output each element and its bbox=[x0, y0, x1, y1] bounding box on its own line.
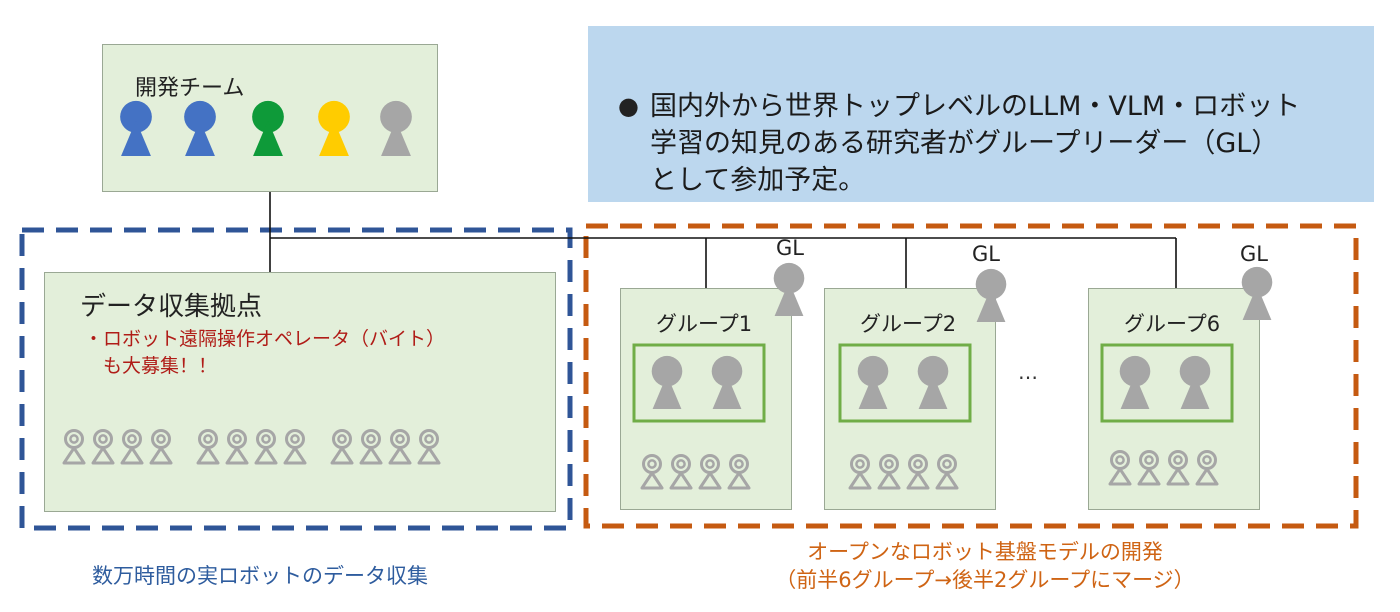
operator-icon bbox=[1108, 449, 1132, 486]
dev-team-members bbox=[120, 100, 412, 156]
person-icon bbox=[252, 100, 284, 156]
group-6-frame bbox=[1100, 343, 1234, 423]
gl-person-icon bbox=[1241, 266, 1273, 320]
researcher-icon bbox=[651, 355, 683, 409]
operator-icon bbox=[225, 428, 249, 465]
group-box-2 bbox=[824, 288, 996, 510]
operator-icon bbox=[935, 453, 959, 490]
model-development-caption-line: （前半6グループ→後半2グループにマージ） bbox=[775, 568, 1195, 592]
operator-icon bbox=[727, 453, 751, 490]
operator-icon bbox=[669, 453, 693, 490]
data-collection-region bbox=[19, 227, 573, 531]
operator-icon bbox=[1195, 449, 1219, 486]
gl-person-icon bbox=[975, 268, 1007, 322]
person-icon bbox=[318, 100, 350, 156]
researcher-icon bbox=[1179, 355, 1211, 409]
gl-label-2: GL bbox=[972, 242, 1000, 266]
operator-icon bbox=[254, 428, 278, 465]
group-leaders bbox=[773, 262, 1273, 322]
operator-icon bbox=[388, 428, 412, 465]
person-icon bbox=[120, 100, 152, 156]
group-researcher-frames bbox=[632, 343, 1234, 423]
group-2-frame bbox=[838, 343, 972, 423]
researcher-icon bbox=[711, 355, 743, 409]
operator-icon bbox=[1137, 449, 1161, 486]
data-hub-box bbox=[44, 272, 556, 512]
operator-icon bbox=[417, 428, 441, 465]
researcher-icon bbox=[917, 355, 949, 409]
model-development-caption-line: オープンなロボット基盤モデルの開発 bbox=[807, 540, 1163, 564]
operator-icon bbox=[698, 453, 722, 490]
person-icon bbox=[184, 100, 216, 156]
operator-icon bbox=[1166, 449, 1190, 486]
operator-icon bbox=[848, 453, 872, 490]
researcher-icon bbox=[1119, 355, 1151, 409]
info-bullet: ● bbox=[618, 92, 639, 120]
info-line: 国内外から世界トップレベルのLLM・VLM・ロボット bbox=[650, 91, 1301, 122]
model-development-caption: オープンなロボット基盤モデルの開発 （前半6グループ→後半2グループにマージ） bbox=[720, 538, 1250, 594]
dev-team-title: 開発チーム bbox=[135, 76, 245, 101]
operator-icon bbox=[149, 428, 173, 465]
person-icon bbox=[380, 100, 412, 156]
operator-icon bbox=[877, 453, 901, 490]
info-text: 国内外から世界トップレベルのLLM・VLM・ロボット 学習の知見のある研究者がグ… bbox=[650, 88, 1370, 199]
operator-icon bbox=[359, 428, 383, 465]
info-line: 学習の知見のある研究者がグループリーダー（GL） bbox=[650, 128, 1279, 159]
data-collection-caption: 数万時間の実ロボットのデータ収集 bbox=[92, 564, 428, 588]
group-researchers bbox=[651, 355, 1211, 409]
operator-icon bbox=[640, 453, 664, 490]
operator-icons bbox=[62, 428, 441, 465]
group-operator-icons bbox=[640, 449, 1219, 490]
data-hub-note: ・ロボット遠隔操作オペレータ（バイト） も大募集！！ bbox=[84, 326, 445, 380]
info-line: として参加予定。 bbox=[650, 165, 866, 196]
gl-label-6: GL bbox=[1240, 242, 1268, 266]
operator-icon bbox=[330, 428, 354, 465]
group-title-1: グループ1 bbox=[656, 312, 753, 336]
model-development-region bbox=[583, 223, 1359, 529]
gl-label-1: GL bbox=[776, 236, 804, 260]
operator-icon bbox=[906, 453, 930, 490]
data-hub-title: データ収集拠点 bbox=[80, 292, 263, 322]
connector-lines bbox=[269, 192, 1177, 288]
researcher-icon bbox=[857, 355, 889, 409]
group-title-2: グループ2 bbox=[860, 312, 957, 336]
more-groups-ellipsis: … bbox=[1018, 360, 1038, 384]
data-hub-note-line: ・ロボット遠隔操作オペレータ（バイト） bbox=[84, 328, 446, 350]
group-1-frame bbox=[632, 343, 766, 423]
operator-icon bbox=[196, 428, 220, 465]
data-hub-note-line: も大募集！！ bbox=[84, 355, 218, 377]
operator-icon bbox=[120, 428, 144, 465]
operator-icon bbox=[62, 428, 86, 465]
gl-person-icon bbox=[773, 262, 805, 316]
operator-icon bbox=[283, 428, 307, 465]
info-box bbox=[588, 26, 1374, 202]
operator-icon bbox=[91, 428, 115, 465]
group-title-6: グループ6 bbox=[1124, 312, 1221, 336]
